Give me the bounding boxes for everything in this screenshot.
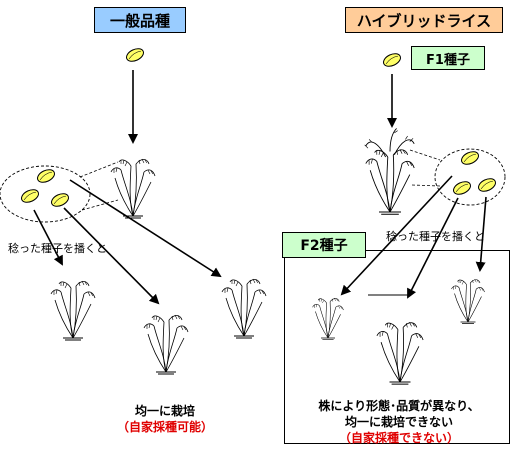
right-result-line3: （自家採種できない） xyxy=(338,431,459,445)
hybrid-rice-plant-icon xyxy=(364,128,415,215)
rice-seed-icon xyxy=(476,175,498,195)
rice-seed-icon xyxy=(19,186,41,206)
rice-seed-icon xyxy=(35,166,57,186)
right-result-caption: 株により形態･品質が異なり、 均一に栽培できない （自家採種できない） xyxy=(296,398,502,446)
right-sow-label: 稔った種子を播くと xyxy=(386,230,485,243)
rice-plant-icon xyxy=(143,314,189,375)
left-sow-label: 稔った種子を播くと xyxy=(8,242,107,255)
f2-box xyxy=(284,250,510,444)
seed-cluster-outline xyxy=(0,165,91,223)
left-result-caption: 均一に栽培 （自家採種可能） xyxy=(100,403,230,435)
rice-seed-icon xyxy=(451,178,473,198)
left-result-line1: 均一に栽培 xyxy=(134,404,195,418)
rice-plant-icon xyxy=(451,278,485,324)
rice-seed-icon xyxy=(49,190,71,210)
right-result-line1: 株により形態･品質が異なり、 xyxy=(318,399,480,413)
f1-seed-label: F1種子 xyxy=(411,46,485,70)
f2-seed-label: F2種子 xyxy=(282,232,366,258)
rice-plant-icon xyxy=(221,278,267,339)
rice-seed-icon xyxy=(381,50,403,70)
seed-cluster-outline xyxy=(434,148,506,206)
rice-seed-icon xyxy=(124,45,146,65)
rice-plant-icon xyxy=(312,297,344,340)
right-result-line2: 均一に栽培できない xyxy=(344,415,453,429)
rice-seed-icon xyxy=(459,148,481,168)
left-result-line2: （自家採種可能） xyxy=(116,420,213,434)
rice-plant-icon xyxy=(110,158,156,219)
hybrid-rice-header: ハイブリッドライス xyxy=(345,7,503,33)
rice-plant-icon xyxy=(376,321,424,385)
conventional-variety-header: 一般品種 xyxy=(94,7,186,33)
rice-plant-icon xyxy=(50,280,96,341)
